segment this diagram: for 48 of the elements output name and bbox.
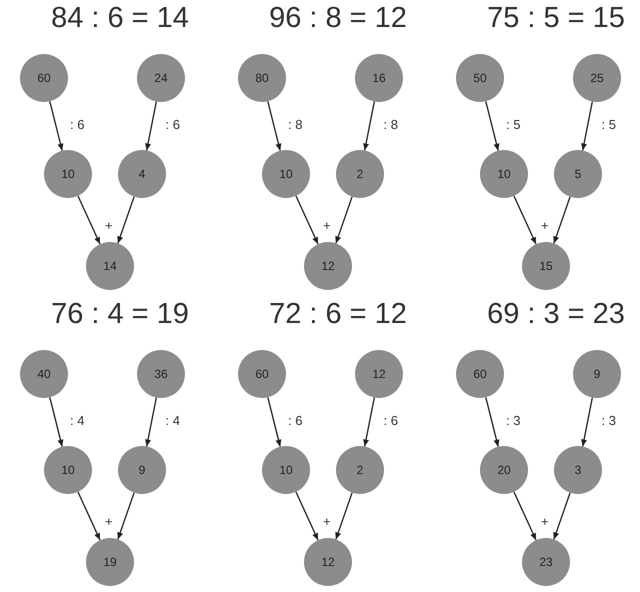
equation-heading: 76 : 4 = 19 (50, 300, 190, 329)
edge-label: : 3 (602, 414, 616, 427)
edge-label: : 3 (506, 414, 520, 427)
edge-label: : 4 (166, 414, 180, 427)
edge-label: : 5 (506, 118, 520, 131)
arrow (145, 101, 157, 151)
arrow (513, 196, 537, 244)
edge-label: : 5 (602, 118, 616, 131)
plus-sign: + (105, 219, 113, 232)
arrow (145, 397, 157, 447)
arrow (117, 492, 135, 540)
equation-heading: 84 : 6 = 14 (50, 4, 190, 33)
plus-sign: + (323, 515, 331, 528)
arrow (267, 397, 282, 447)
arrow (49, 397, 64, 447)
arrow (77, 492, 101, 540)
arrow (363, 397, 375, 447)
arrow (335, 492, 353, 540)
arrow (485, 397, 500, 447)
arrow (335, 196, 353, 244)
arrow (363, 101, 375, 151)
edge-label: : 6 (166, 118, 180, 131)
arrow (485, 101, 500, 151)
equation-heading: 96 : 8 = 12 (268, 4, 408, 33)
edge-label: : 6 (70, 118, 84, 131)
edge-label: : 8 (288, 118, 302, 131)
equation-heading: 75 : 5 = 15 (486, 4, 626, 33)
arrow (117, 196, 135, 244)
arrow (553, 196, 571, 244)
plus-sign: + (541, 219, 549, 232)
arrow (295, 196, 319, 244)
arrow (553, 492, 571, 540)
arrow (513, 492, 537, 540)
arrow (295, 492, 319, 540)
edge-label: : 8 (384, 118, 398, 131)
edge-label: : 6 (288, 414, 302, 427)
plus-sign: + (105, 515, 113, 528)
edge-label: : 6 (384, 414, 398, 427)
arrow (581, 101, 593, 151)
arrow (49, 101, 64, 151)
plus-sign: + (541, 515, 549, 528)
plus-sign: + (323, 219, 331, 232)
edge-label: : 4 (70, 414, 84, 427)
equation-heading: 69 : 3 = 23 (486, 300, 626, 329)
arrow (267, 101, 282, 151)
arrow (581, 397, 593, 447)
equation-heading: 72 : 6 = 12 (268, 300, 408, 329)
arrow (77, 196, 101, 244)
